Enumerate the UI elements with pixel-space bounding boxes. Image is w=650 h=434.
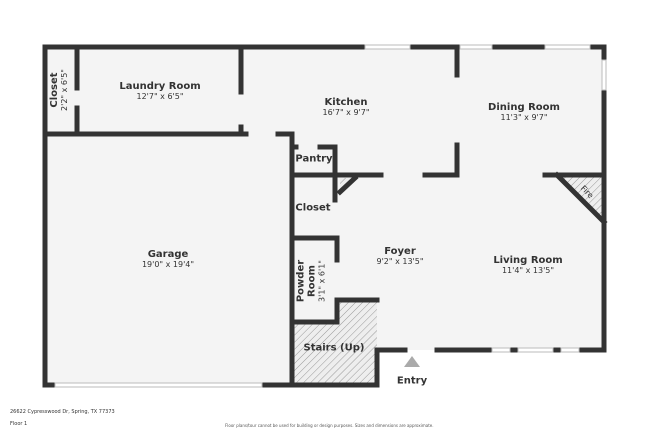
- room-stairs: Stairs (Up): [304, 343, 365, 354]
- room-dining: Dining Room 11'3" x 9'7": [488, 102, 560, 122]
- room-dimensions: 12'7" x 6'5": [136, 92, 184, 101]
- room-closet: Closet: [295, 203, 330, 214]
- room-name: Garage: [147, 249, 189, 260]
- entry-arrow-icon: [404, 356, 420, 367]
- room-dimensions: 2'2" x 6'5": [60, 69, 69, 111]
- disclaimer: Floor plans/tour cannot be used for buil…: [225, 423, 434, 428]
- room-pantry: Pantry: [295, 154, 332, 165]
- garage-area: [45, 134, 292, 385]
- floor-label: Floor 1: [10, 421, 28, 427]
- room-name: Kitchen: [324, 97, 368, 108]
- room-name: Pantry: [295, 153, 333, 165]
- room-name: Closet: [49, 72, 60, 108]
- room-name: Closet: [295, 202, 331, 214]
- room-dimensions: 11'4" x 13'5": [501, 266, 555, 275]
- room-dimensions: 16'7" x 9'7": [322, 108, 370, 117]
- room-dimensions: 11'3" x 9'7": [500, 113, 548, 122]
- room-name: Laundry Room: [119, 81, 201, 92]
- room-kitchen: Kitchen 16'7" x 9'7": [322, 97, 369, 117]
- room-powder: Powder Room 3'1" x 6'1": [296, 254, 327, 309]
- room-dimensions: 9'2" x 13'5": [376, 257, 424, 266]
- room-foyer: Foyer 9'2" x 13'5": [376, 246, 423, 266]
- entry-label: Entry: [396, 375, 428, 387]
- room-dimensions: 19'0" x 19'4": [141, 260, 195, 269]
- address: 26622 Cypresswood Dr, Spring, TX 77373: [10, 409, 115, 415]
- room-name: Foyer: [384, 246, 416, 257]
- room-name: Living Room: [493, 255, 563, 266]
- room-name: Stairs (Up): [303, 342, 365, 354]
- windows: [54, 44, 607, 388]
- room-living: Living Room 11'4" x 13'5": [493, 255, 562, 275]
- room-garage: Garage 19'0" x 19'4": [142, 249, 194, 269]
- room-dimensions: 3'1" x 6'1": [317, 260, 327, 302]
- room-name: Powder Room: [295, 259, 318, 303]
- room-name: Dining Room: [488, 102, 560, 113]
- room-laundry: Laundry Room 12'7" x 6'5": [119, 81, 200, 101]
- room-closet-laundry: Closet 2'2" x 6'5": [49, 69, 69, 111]
